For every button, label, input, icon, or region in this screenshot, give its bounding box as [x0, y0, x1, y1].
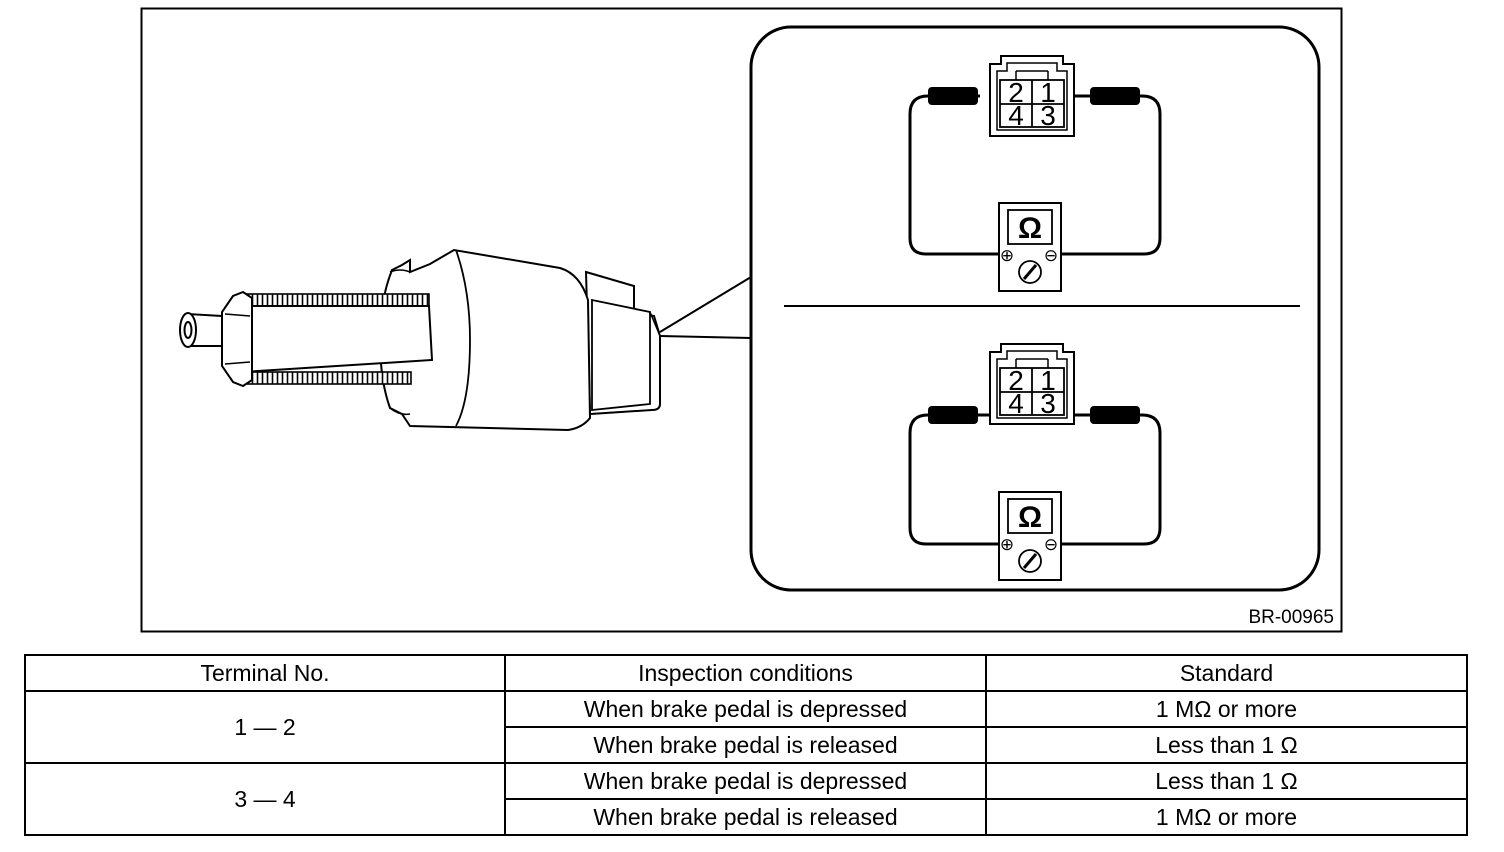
condition-cell: When brake pedal is released — [504, 726, 987, 764]
standard-cell: 1 MΩ or more — [985, 798, 1468, 836]
standard-cell: 1 MΩ or more — [985, 690, 1468, 728]
callout-panel — [749, 25, 1321, 592]
terminal-connector: 2 1 4 3 — [989, 343, 1075, 425]
table-row: 3 — 4 When brake pedal is depressed Less… — [24, 762, 1468, 836]
condition-cell: When brake pedal is depressed — [504, 690, 987, 728]
table-header-row: Terminal No. Inspection conditions Stand… — [24, 654, 1468, 692]
pin-label: 4 — [1008, 100, 1024, 131]
minus-terminal-icon: ⊖ — [1044, 535, 1058, 554]
condition-cell: When brake pedal is released — [504, 798, 987, 836]
plus-terminal-icon: ⊕ — [1000, 246, 1014, 265]
inspection-table: Terminal No. Inspection conditions Stand… — [24, 654, 1468, 836]
pin-label: 2 — [1008, 77, 1024, 108]
pin-label: 3 — [1040, 100, 1056, 131]
pin-label: 2 — [1008, 365, 1024, 396]
plus-terminal-icon: ⊕ — [1000, 535, 1014, 554]
ohm-icon: Ω — [1018, 501, 1042, 534]
inspection-diagram: 2 1 4 3 Ω ⊕ ⊖ 2 1 4 3 Ω ⊕ ⊖ BR — [140, 7, 1343, 633]
standard-cell: Less than 1 Ω — [985, 726, 1468, 764]
header-standard: Standard — [985, 654, 1468, 692]
standard-cell: Less than 1 Ω — [985, 762, 1468, 800]
pin-label: 4 — [1008, 388, 1024, 419]
header-inspection-conditions: Inspection conditions — [504, 654, 987, 692]
figure-code: BR-00965 — [1248, 607, 1334, 628]
pin-label: 3 — [1040, 388, 1056, 419]
terminal-cell: 3 — 4 — [24, 762, 506, 836]
condition-cell: When brake pedal is depressed — [504, 762, 987, 800]
table-row: When brake pedal is released Less than 1… — [25, 726, 1468, 764]
terminal-connector: 2 1 4 3 — [989, 55, 1075, 137]
header-terminal-no: Terminal No. — [24, 654, 506, 692]
minus-terminal-icon: ⊖ — [1044, 246, 1058, 265]
ohmmeter: Ω ⊕ ⊖ — [997, 490, 1063, 582]
brake-light-switch — [179, 248, 661, 432]
ohmmeter: Ω ⊕ ⊖ — [997, 201, 1063, 293]
lower-test-circuit: 2 1 4 3 Ω ⊕ ⊖ — [908, 343, 1162, 582]
pin-label: 1 — [1040, 365, 1056, 396]
table-row: When brake pedal is released 1 MΩ or mor… — [25, 798, 1468, 836]
terminal-cell: 1 — 2 — [24, 690, 506, 764]
upper-test-circuit: 2 1 4 3 Ω ⊕ ⊖ — [908, 55, 1162, 293]
table-row: 1 — 2 When brake pedal is depressed 1 MΩ… — [24, 690, 1468, 764]
pin-label: 1 — [1040, 77, 1056, 108]
ohm-icon: Ω — [1018, 212, 1042, 245]
